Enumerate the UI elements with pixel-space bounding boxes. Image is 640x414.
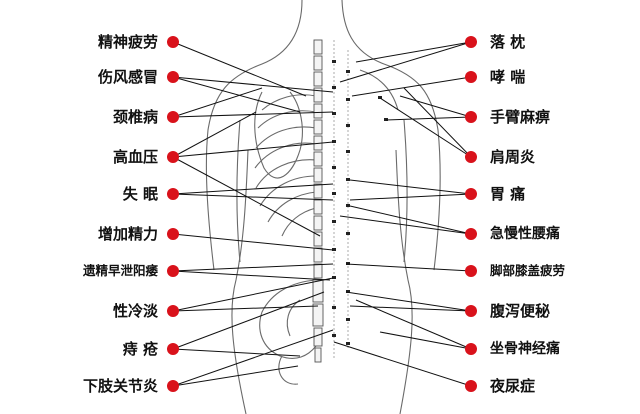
label-stiff-neck: 落 枕 xyxy=(490,33,526,51)
connector-line xyxy=(172,329,334,387)
red-dot xyxy=(167,265,179,277)
neck-right-shoulder xyxy=(341,0,441,271)
connector-line xyxy=(385,116,472,121)
red-dot xyxy=(465,380,477,392)
connector-lines xyxy=(172,41,472,387)
connector-line xyxy=(172,263,334,272)
red-dot xyxy=(465,228,477,240)
label-leg-arthritis: 下肢关节炎 xyxy=(82,377,158,395)
connector-line xyxy=(339,215,472,235)
label-hemorrhoids: 痔 疮 xyxy=(122,340,158,358)
red-dot xyxy=(465,188,477,200)
red-dot xyxy=(167,228,179,240)
connector-line xyxy=(345,291,472,312)
red-dot xyxy=(167,305,179,317)
rib-6 xyxy=(259,175,317,207)
meridian-lines xyxy=(333,40,349,360)
label-frigidity: 性冷淡 xyxy=(112,302,158,320)
right-torso-edge xyxy=(395,149,413,414)
rib-8 xyxy=(281,207,317,237)
connector-line xyxy=(379,97,472,158)
red-dot xyxy=(465,151,477,163)
connector-line xyxy=(355,299,472,350)
connector-line xyxy=(172,277,334,312)
label-sciatica: 坐骨神经痛 xyxy=(490,341,560,357)
left-red-dots xyxy=(167,36,179,392)
connector-line xyxy=(172,111,334,118)
connector-line xyxy=(349,179,472,195)
label-nocturia: 夜尿症 xyxy=(490,377,536,395)
connector-line xyxy=(349,305,472,312)
left-scapula xyxy=(254,91,303,179)
connector-line xyxy=(172,305,319,312)
red-dot xyxy=(465,343,477,355)
connector-line xyxy=(339,41,472,83)
red-dot xyxy=(167,188,179,200)
right-red-dots xyxy=(465,36,477,392)
connector-line xyxy=(349,193,472,201)
label-asthma: 哮 喘 xyxy=(490,68,526,86)
spine xyxy=(312,39,324,363)
red-dot xyxy=(465,265,477,277)
left-torso-edge xyxy=(231,149,249,414)
label-fatigue: 精神疲劳 xyxy=(97,33,158,51)
connector-line xyxy=(379,331,472,350)
rib-1 xyxy=(261,94,317,111)
connector-line xyxy=(172,87,263,118)
label-stomachache: 胃 痛 xyxy=(490,185,526,203)
label-frozen-shoulder: 肩周炎 xyxy=(490,148,536,166)
body-outline xyxy=(205,0,441,414)
connector-line xyxy=(172,233,334,251)
red-dot xyxy=(465,305,477,317)
connector-line xyxy=(399,95,472,118)
connector-line xyxy=(172,141,334,158)
connector-line xyxy=(172,76,334,93)
rib-3 xyxy=(255,126,317,149)
red-dot xyxy=(167,36,179,48)
red-dot xyxy=(167,111,179,123)
connector-line xyxy=(172,270,331,281)
rib-7 xyxy=(267,191,317,223)
red-dot xyxy=(465,36,477,48)
connector-line xyxy=(355,41,472,63)
connector-line xyxy=(172,348,301,357)
connector-line xyxy=(172,183,334,195)
connector-line xyxy=(172,291,325,350)
right-shoulder-curve xyxy=(359,69,399,111)
rib-4 xyxy=(254,142,317,169)
label-knee-fatigue: 脚部膝盖疲劳 xyxy=(490,263,566,278)
label-impotence: 遗精早泄阳痿 xyxy=(82,263,158,278)
connector-line xyxy=(351,76,472,97)
label-insomnia: 失 眠 xyxy=(122,185,158,203)
label-cervical: 颈椎病 xyxy=(112,108,158,126)
connector-line xyxy=(345,263,472,272)
label-arm-numbness: 手臂麻痹 xyxy=(490,108,551,126)
red-dot xyxy=(167,343,179,355)
red-dot xyxy=(465,71,477,83)
connector-line xyxy=(172,111,257,158)
red-dot xyxy=(167,380,179,392)
label-energy: 增加精力 xyxy=(97,225,158,243)
connector-line xyxy=(172,193,334,201)
red-dot xyxy=(167,71,179,83)
label-back-pain: 急慢性腰痛 xyxy=(490,226,560,242)
hip-joint xyxy=(278,355,299,385)
label-hypertension: 高血压 xyxy=(112,148,158,166)
connector-line xyxy=(403,87,472,158)
acupoint-markers xyxy=(332,60,388,345)
red-dot xyxy=(167,151,179,163)
connector-line xyxy=(349,205,472,235)
neck-left-shoulder xyxy=(205,0,303,271)
label-cold: 伤风感冒 xyxy=(97,68,158,86)
rib-5 xyxy=(255,159,317,189)
right-arm-inner xyxy=(403,119,408,263)
label-diarrhea: 腹泻便秘 xyxy=(490,302,551,320)
connector-line xyxy=(333,341,472,387)
connector-line xyxy=(172,365,299,387)
left-arm-inner xyxy=(236,119,241,263)
red-dot xyxy=(465,111,477,123)
connector-line xyxy=(172,76,301,113)
